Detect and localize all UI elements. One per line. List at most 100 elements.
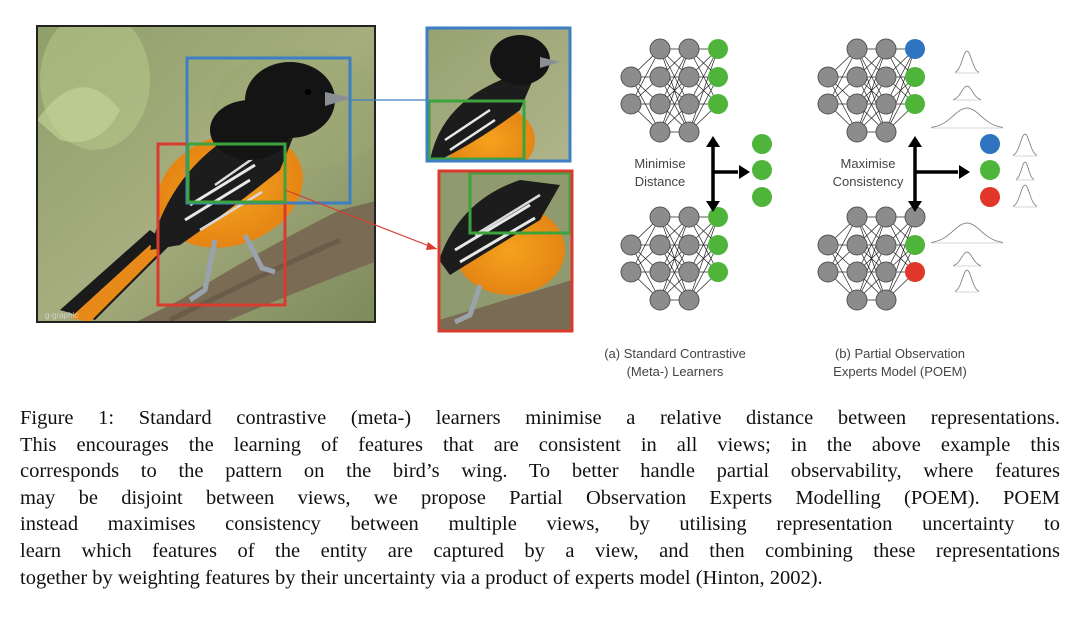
output-node	[905, 262, 925, 282]
caption-line: Figure 1: Standard contrastive (meta-) l…	[20, 407, 1060, 429]
arrow-head	[739, 165, 750, 179]
edge	[688, 216, 719, 301]
neuron	[678, 66, 700, 88]
neuron	[649, 234, 671, 256]
edge	[856, 48, 887, 133]
output-node	[708, 262, 728, 282]
neuron	[875, 206, 897, 228]
neuron	[817, 93, 839, 115]
neuron	[875, 234, 897, 256]
arrow-head	[908, 136, 922, 147]
arrow-head	[959, 165, 970, 179]
shared-region-box	[186, 142, 287, 204]
gaussian-curve	[954, 269, 980, 292]
neuron	[846, 38, 868, 60]
neuron	[649, 206, 671, 228]
gaussian-curve	[930, 222, 1004, 243]
neuron	[817, 261, 839, 283]
arrow-head	[908, 201, 922, 212]
neuron	[846, 206, 868, 228]
output-node	[905, 39, 925, 59]
neuron	[875, 38, 897, 60]
neuron	[875, 261, 897, 283]
neuron	[649, 66, 671, 88]
output-node	[708, 67, 728, 87]
neuron	[846, 93, 868, 115]
neuron	[875, 93, 897, 115]
neuron	[678, 206, 700, 228]
edge	[856, 216, 887, 301]
output-node	[708, 235, 728, 255]
photo-watermark: g-graphic	[45, 311, 78, 320]
minimise-distance-label: Minimise Distance	[634, 156, 686, 189]
gaussian-curve	[1015, 161, 1035, 180]
neuron	[678, 121, 700, 143]
edge	[885, 48, 916, 133]
neuron	[620, 93, 642, 115]
bird-photo	[37, 26, 375, 322]
network-diagrams	[620, 38, 1038, 311]
neuron	[649, 289, 671, 311]
output-node	[905, 94, 925, 114]
gaussian-curve	[952, 251, 982, 266]
neuron	[678, 234, 700, 256]
neuron	[817, 234, 839, 256]
neuron	[846, 261, 868, 283]
output-node	[752, 134, 772, 154]
gaussian-curve	[954, 50, 980, 73]
caption-line: instead maximises consistency between mu…	[20, 513, 1060, 536]
output-node	[980, 134, 1000, 154]
neuron	[817, 66, 839, 88]
neuron	[649, 261, 671, 283]
edge	[659, 216, 690, 301]
output-node	[905, 67, 925, 87]
arrow-head	[706, 201, 720, 212]
arrow-head	[706, 136, 720, 147]
edge	[659, 48, 690, 133]
caption-line: This encourages the learning of features…	[20, 433, 1060, 456]
neuron	[678, 289, 700, 311]
output-node	[708, 94, 728, 114]
figure-caption: Figure 1: Standard contrastive (meta-) l…	[20, 405, 1060, 591]
edge	[688, 48, 719, 133]
gaussian-curve	[1012, 133, 1038, 156]
maximise-consistency-label: Maximise Consistency	[832, 156, 904, 189]
neuron	[678, 261, 700, 283]
neuron	[875, 66, 897, 88]
crop-view-1	[427, 28, 570, 161]
neuron	[620, 234, 642, 256]
neuron	[649, 93, 671, 115]
gaussian-curve	[1012, 184, 1038, 207]
output-node	[752, 160, 772, 180]
gaussian-curve	[930, 107, 1004, 128]
neuron	[620, 261, 642, 283]
caption-line: may be disjoint between views, we propos…	[20, 486, 1060, 509]
output-node	[980, 160, 1000, 180]
neuron	[875, 121, 897, 143]
output-node	[905, 235, 925, 255]
neuron	[846, 121, 868, 143]
neuron	[649, 121, 671, 143]
figure-1: g-graphic	[36, 25, 1038, 379]
neuron	[846, 66, 868, 88]
output-node	[708, 207, 728, 227]
edge	[885, 216, 916, 301]
output-node	[980, 187, 1000, 207]
panel-b-caption: (b) Partial Observation Experts Model (P…	[833, 346, 967, 379]
neuron	[649, 38, 671, 60]
neuron	[678, 93, 700, 115]
panel-a-caption: (a) Standard Contrastive (Meta-) Learner…	[604, 346, 746, 379]
crop-view-2	[439, 171, 572, 331]
caption-line: learn which features of the entity are c…	[20, 539, 1060, 562]
neuron	[620, 66, 642, 88]
figure-graphics: g-graphic	[36, 25, 1038, 333]
caption-line: together by weighting features by their …	[20, 566, 823, 589]
neuron	[846, 289, 868, 311]
output-node	[708, 39, 728, 59]
neuron	[678, 38, 700, 60]
neuron	[846, 234, 868, 256]
neuron	[875, 289, 897, 311]
output-node	[752, 187, 772, 207]
gaussian-curve	[952, 85, 982, 100]
caption-line: corresponds to the pattern on the bird’s…	[20, 460, 1060, 483]
